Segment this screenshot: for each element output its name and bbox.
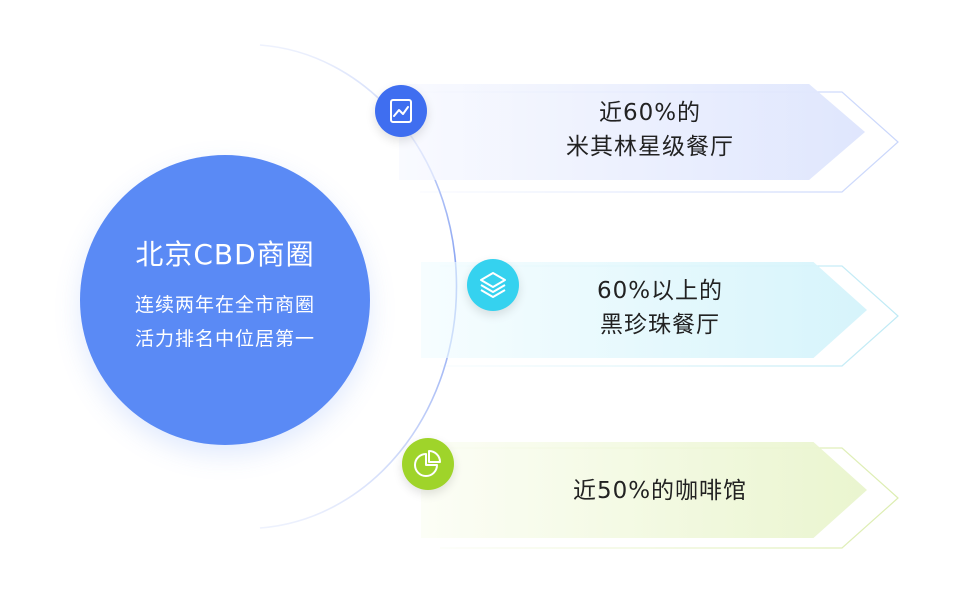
item-1-label: 近60%的 米其林星级餐厅: [500, 96, 800, 164]
item-2-line-2: 黑珍珠餐厅: [600, 312, 720, 338]
item-3-line-1: 近50%的咖啡馆: [572, 478, 748, 504]
center-line-1: 连续两年在全市商圈: [134, 294, 315, 316]
item-1-line-1: 近60%的: [598, 100, 702, 126]
pie-chart-icon: [402, 438, 454, 490]
center-circle: 北京CBD商圈 连续两年在全市商圈 活力排名中位居第一: [80, 155, 370, 445]
item-3-label: 近50%的咖啡馆: [520, 474, 800, 508]
item-2-label: 60%以上的 黑珍珠餐厅: [520, 274, 800, 342]
chart-line-icon: [375, 85, 427, 137]
arrow-banner-3: [421, 442, 867, 538]
item-2-line-1: 60%以上的: [596, 278, 724, 304]
center-title: 北京CBD商圈: [135, 238, 315, 271]
arrow-banner-1: [399, 84, 865, 180]
item-1-line-2: 米其林星级餐厅: [566, 134, 734, 160]
layers-icon: [467, 259, 519, 311]
center-line-2: 活力排名中位居第一: [134, 328, 315, 350]
